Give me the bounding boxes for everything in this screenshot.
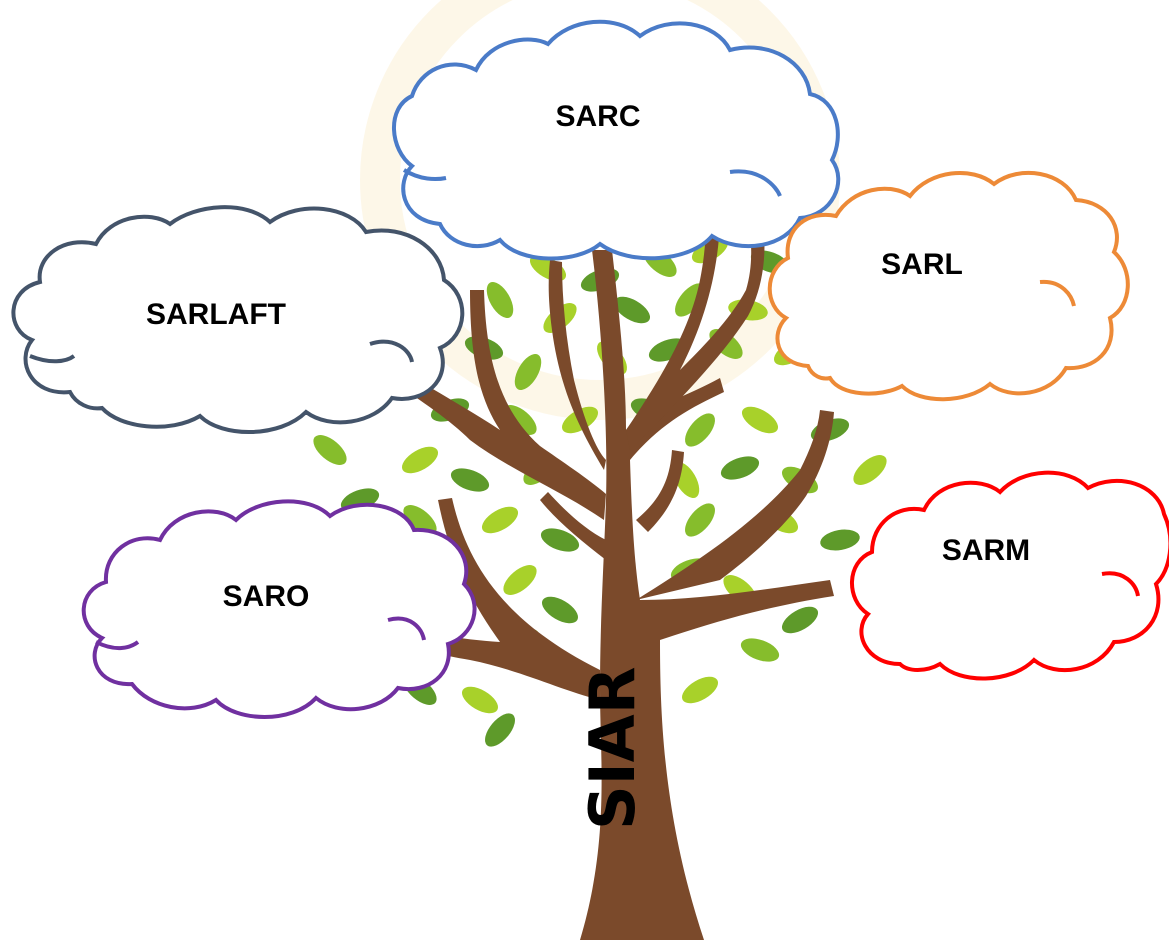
cloud-sarc: SARC <box>392 19 841 261</box>
cloud-sarl: SARL <box>767 170 1130 402</box>
cloud-sarc-outline <box>392 19 841 261</box>
cloud-saro-curl <box>95 640 140 650</box>
cloud-sarl-outline <box>767 170 1130 402</box>
cloud-saro-curl <box>387 616 426 641</box>
cloud-sarlaft-label: SARLAFT <box>146 298 286 331</box>
cloud-sarm-curl <box>1101 571 1140 597</box>
leaf <box>481 506 519 534</box>
leaf <box>403 505 437 535</box>
leaf <box>781 606 819 634</box>
leaf <box>401 446 439 474</box>
leaf <box>313 435 347 465</box>
branch-right-low <box>636 410 834 600</box>
branch-left-inner <box>548 260 606 470</box>
branch-left-mid <box>390 290 606 520</box>
trunk-label: SIAR <box>576 667 649 830</box>
leaf <box>685 503 715 537</box>
leaf <box>450 468 490 492</box>
cloud-sarl-curl <box>1039 279 1076 307</box>
branch-right-mid <box>636 450 684 532</box>
leaf <box>740 638 780 662</box>
cloud-sarlaft-curl <box>369 339 414 363</box>
leaf <box>720 456 760 480</box>
cloud-saro: SARO <box>81 499 477 719</box>
leaf <box>485 713 515 747</box>
cloud-sarlaft-outline <box>11 205 465 434</box>
leaf <box>503 565 537 595</box>
leaf <box>613 296 651 324</box>
cloud-sarlaft: SARLAFT <box>11 205 465 434</box>
leaf <box>461 686 499 714</box>
cloud-sarc-label: SARC <box>555 100 640 133</box>
cloud-sarc-curl <box>402 168 447 181</box>
cloud-saro-label: SARO <box>223 580 310 613</box>
branch-right-up <box>626 220 765 450</box>
cloud-sarm-outline <box>850 470 1169 681</box>
leaf <box>486 281 514 319</box>
cloud-sarc-curl <box>729 169 782 197</box>
cloud-sarlaft-curl <box>29 354 76 364</box>
leaf <box>853 455 887 485</box>
leaf <box>541 596 579 624</box>
cloud-saro-outline <box>81 499 477 719</box>
leaf <box>514 353 542 391</box>
leaf <box>741 406 779 434</box>
cloud-sarm: SARM <box>850 470 1169 681</box>
leaf <box>540 528 580 552</box>
cloud-sarm-label: SARM <box>942 534 1030 567</box>
leaf <box>685 413 715 447</box>
leaf <box>820 529 860 551</box>
cloud-sarl-label: SARL <box>881 248 963 281</box>
branch-mid-small <box>540 492 606 560</box>
leaf <box>681 676 719 704</box>
